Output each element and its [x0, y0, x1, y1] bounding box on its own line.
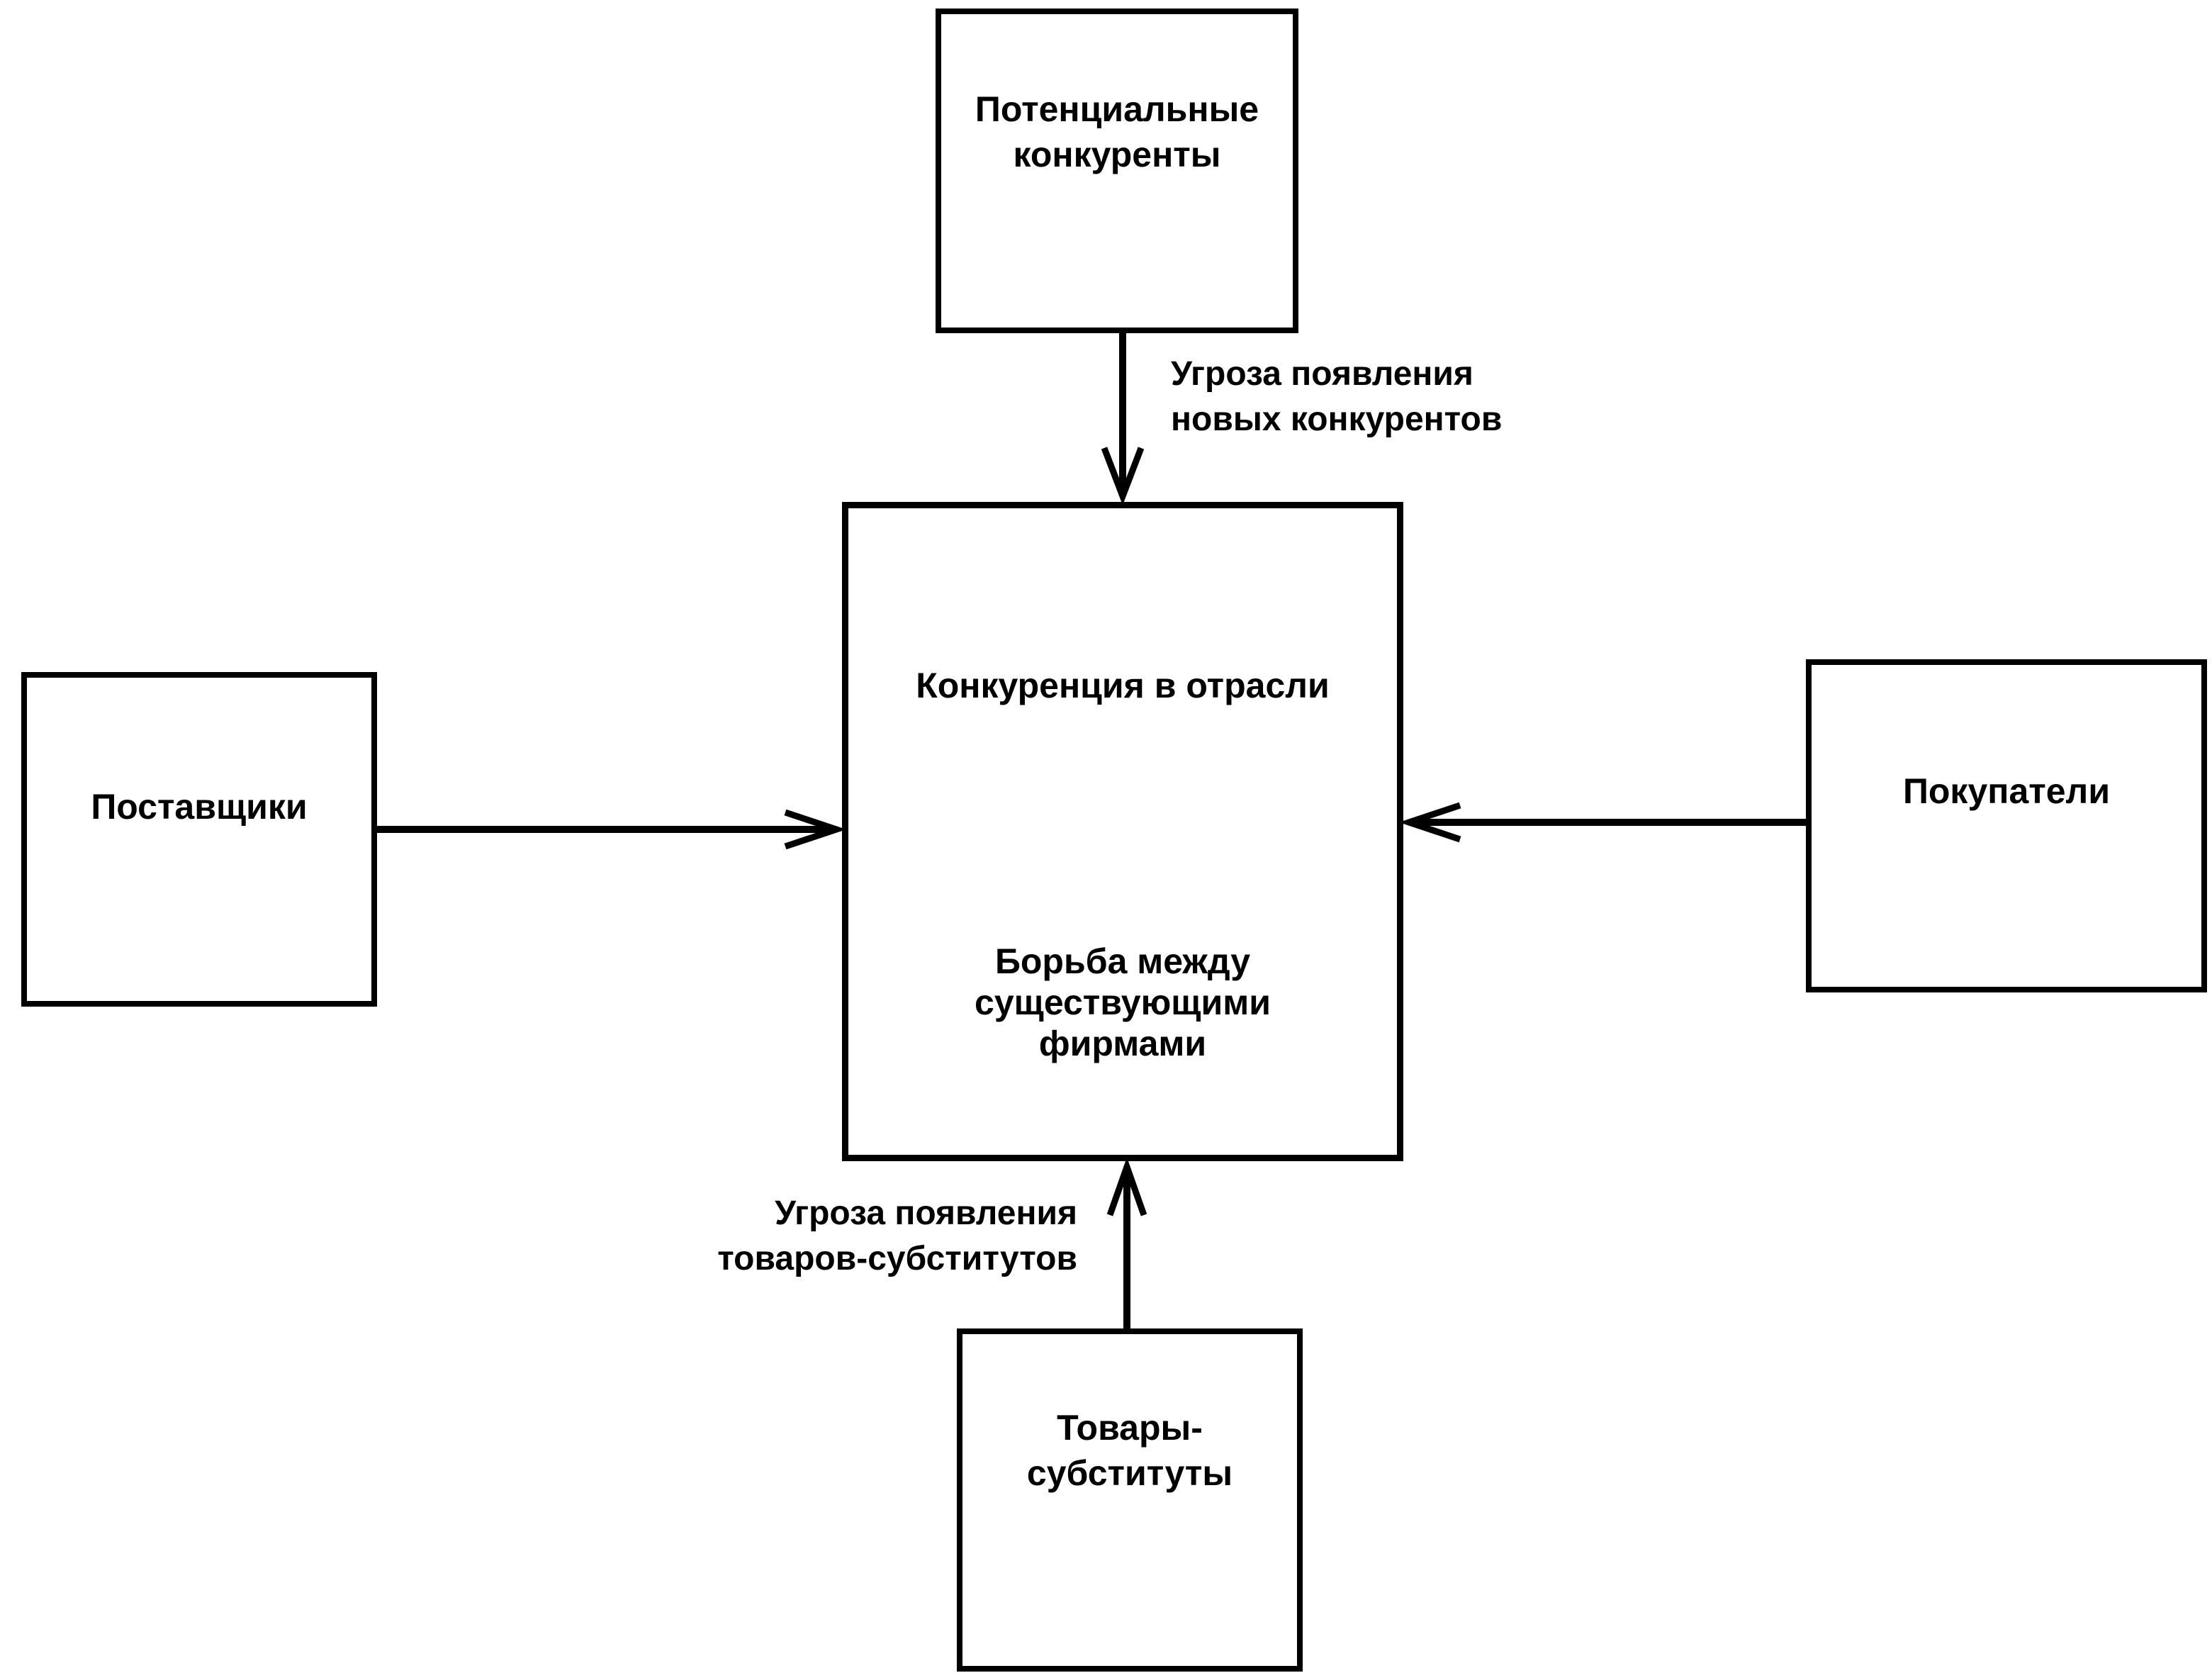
- arrowhead-new-entrants: [1101, 447, 1145, 505]
- substitutes-label: Товары- субституты: [1026, 1408, 1233, 1493]
- suppliers-box: Поставщики: [21, 672, 377, 1007]
- buyers-label: Покупатели: [1902, 771, 2111, 811]
- substitutes-box: Товары- субституты: [957, 1328, 1303, 1672]
- rivalry-label: Борьба между существующими фирмами: [975, 941, 1271, 1063]
- arrowhead-suppliers: [784, 809, 847, 850]
- threat-new-entrants-label: Угроза появления новых конкурентов: [1171, 355, 1503, 438]
- industry-rivalry-box: Конкуренция в отрасли Борьба между сущес…: [842, 502, 1403, 1161]
- industry-competition-title: Конкуренция в отрасли: [916, 666, 1330, 705]
- arrowhead-buyers: [1398, 802, 1461, 843]
- suppliers-label: Поставщики: [91, 787, 308, 827]
- potential-competitors-box: Потенциальные конкуренты: [936, 9, 1298, 333]
- arrowhead-substitutes: [1106, 1157, 1147, 1216]
- buyers-box: Покупатели: [1806, 659, 2207, 992]
- potential-competitors-label: Потенциальные конкуренты: [975, 89, 1259, 174]
- threat-substitutes-label: Угроза появления товаров-субститутов: [717, 1194, 1077, 1277]
